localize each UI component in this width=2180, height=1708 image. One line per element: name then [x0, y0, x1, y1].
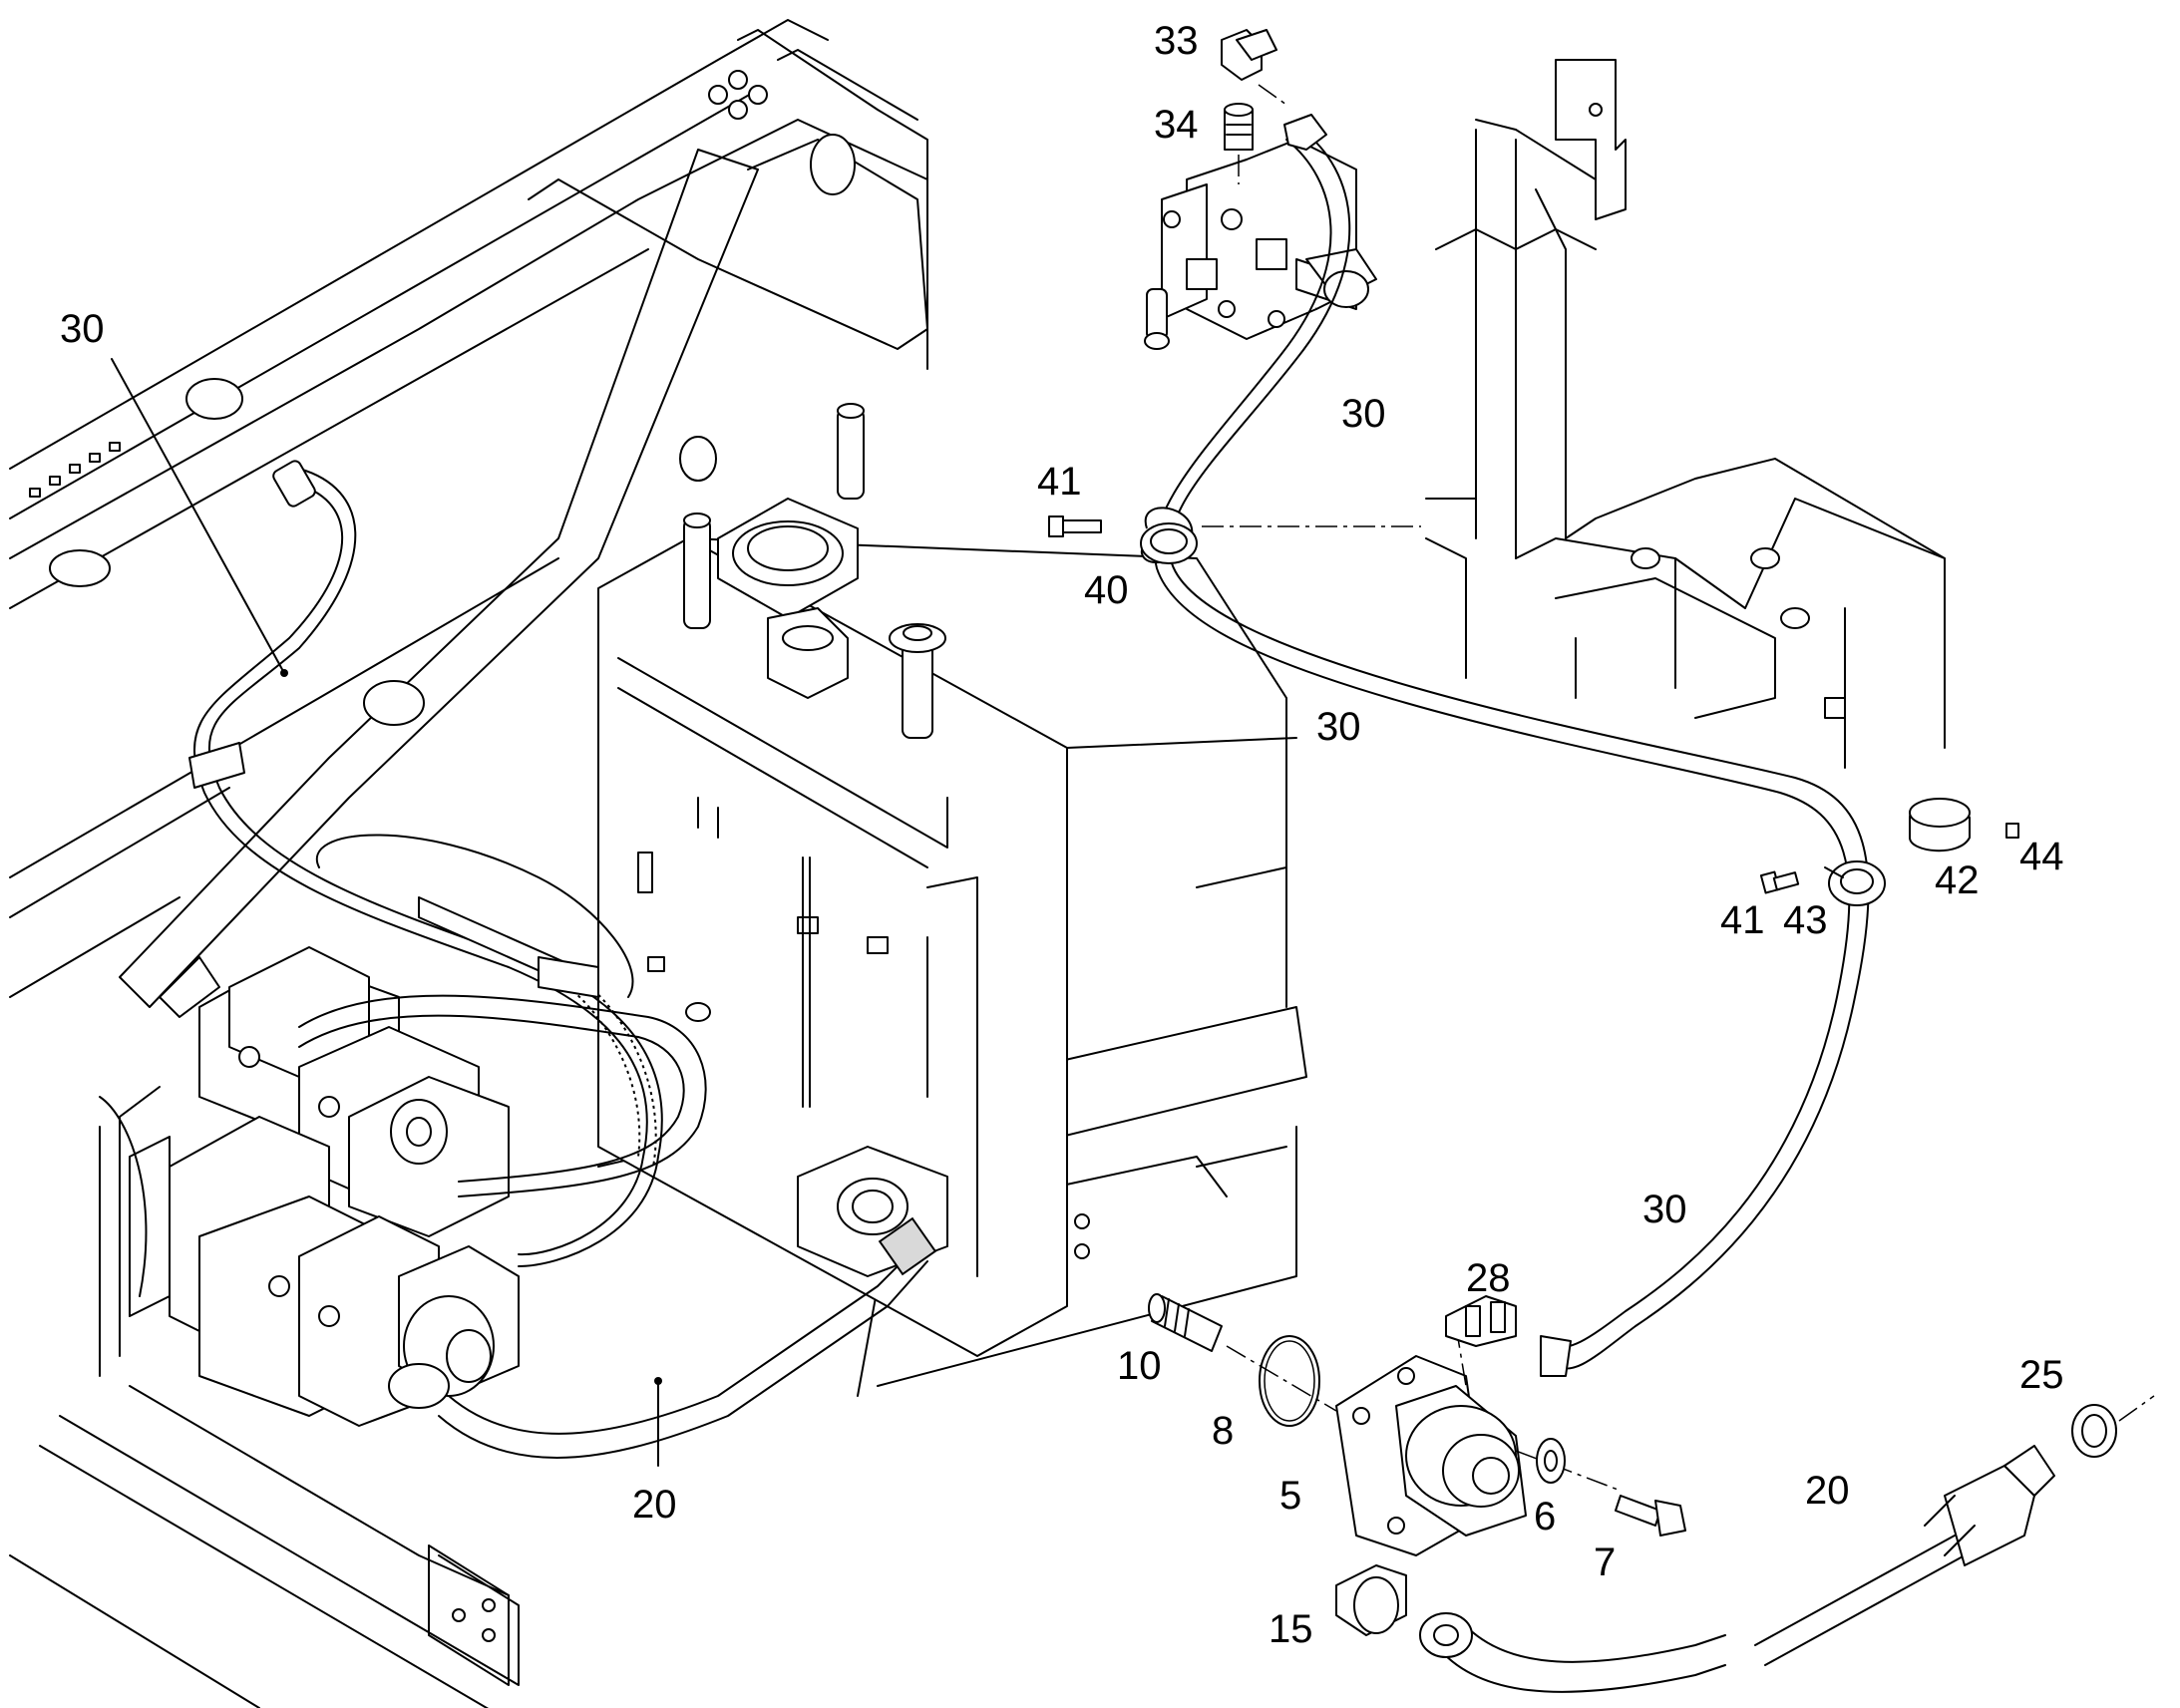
- gear-pump-5: [1335, 1355, 1527, 1556]
- callout-43: 43: [1783, 898, 1828, 942]
- shaft-10: [1148, 1293, 1223, 1352]
- adapter-25: [2071, 1404, 2117, 1458]
- bolt-7: [1615, 1495, 1686, 1537]
- hydraulic-pump-assembly: [99, 946, 520, 1427]
- callout-42: 42: [1935, 858, 1980, 902]
- callout-34: 34: [1154, 103, 1199, 147]
- callout-10: 10: [1117, 1344, 1162, 1388]
- callout-41-right: 41: [1720, 898, 1765, 942]
- callout-6: 6: [1534, 1495, 1556, 1538]
- callout-20-left: 20: [632, 1483, 677, 1527]
- callout-41-top: 41: [1037, 460, 1082, 504]
- leader-lines: [111, 358, 1844, 1467]
- clamp-42: [1909, 798, 1971, 853]
- callout-8: 8: [1212, 1409, 1234, 1453]
- bolt-41-right: [1759, 870, 1800, 894]
- callout-40: 40: [1084, 568, 1129, 612]
- hose-20-right: [1419, 1445, 2055, 1693]
- callouts: 30 30 30 30 20 20 33 34 41 40 41 43 42 4…: [60, 19, 2064, 1651]
- callout-15: 15: [1269, 1607, 1313, 1651]
- adapter-34: [1224, 103, 1254, 151]
- callout-30-c: 30: [1642, 1188, 1687, 1231]
- clamp-40: [1140, 507, 1198, 564]
- callout-5: 5: [1279, 1474, 1301, 1518]
- callout-44: 44: [2019, 835, 2064, 878]
- bolt-41-top: [1048, 515, 1102, 537]
- tank-block: [597, 403, 1297, 1357]
- callout-25: 25: [2019, 1353, 2064, 1397]
- callout-20-right: 20: [1805, 1469, 1850, 1513]
- callout-30-b: 30: [1316, 705, 1361, 749]
- callout-30-a: 30: [1341, 392, 1386, 436]
- support-bracket: [1425, 59, 1946, 769]
- clamp-15: [1335, 1564, 1407, 1636]
- hose-30-right: [1154, 114, 1870, 1377]
- washer-6: [1536, 1438, 1566, 1484]
- nut-44: [2005, 823, 2019, 839]
- callout-7: 7: [1594, 1540, 1616, 1584]
- callout-33: 33: [1154, 19, 1199, 63]
- slot-row: [29, 442, 121, 498]
- callout-28: 28: [1466, 1256, 1511, 1300]
- control-valve: [1144, 139, 1377, 350]
- clamp-28: [1445, 1295, 1517, 1347]
- o-ring-8: [1259, 1335, 1320, 1427]
- elbow-fitting-33: [1221, 29, 1277, 81]
- hose-30-left: [188, 460, 663, 1267]
- clamp-43: [1828, 860, 1886, 906]
- hose-20-left: [388, 1216, 937, 1459]
- callout-30-left: 30: [60, 307, 105, 351]
